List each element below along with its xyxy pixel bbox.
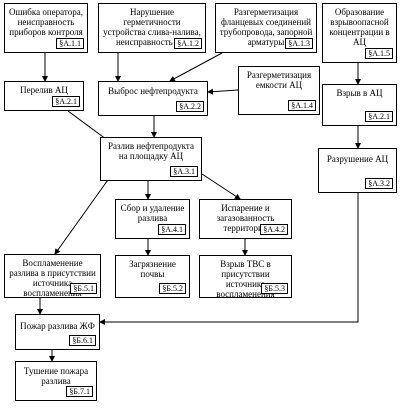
node-label: Сбор и удаление разлива xyxy=(120,203,185,223)
node-label: Разрушение АЦ xyxy=(326,154,389,164)
arrow-n3-n7 xyxy=(169,52,223,82)
node-code: §А.2.1 xyxy=(365,111,393,122)
node-fire-extinguishing: Тушение пожара разлива §Б.7.1 xyxy=(15,361,97,401)
node-label: Загрязнение почвы xyxy=(129,259,176,279)
node-label: Взрыв в АЦ xyxy=(336,88,383,98)
node-label: Воспламенение разлива в присутствии исто… xyxy=(9,258,96,298)
arrow-n9-n12 xyxy=(201,173,241,200)
node-product-release: Выброс нефтепродукта §А.2.2 xyxy=(98,81,208,116)
node-label: Образование взрывоопасной концентрации в… xyxy=(329,7,390,47)
node-loading-device-leak: Нарушение герметичности устройства слива… xyxy=(98,3,206,53)
node-spill-fire: Пожар разлива ЖФ §Б.6.1 xyxy=(15,314,100,350)
node-code: §Б.5.3 xyxy=(261,283,288,294)
node-spill-ignition: Воспламенение разлива в присутствии исто… xyxy=(4,254,101,298)
node-explosive-concentration: Образование взрывоопасной концентрации в… xyxy=(322,3,397,63)
node-tank-destruction: Разрушение АЦ §А.3.2 xyxy=(318,148,397,193)
arrow-n6-n9 xyxy=(67,110,111,143)
node-spill: Разлив нефтепродукта на площадку АЦ §А.3… xyxy=(100,137,202,181)
node-label: Разгерметизация фланцевых соединений тру… xyxy=(219,7,313,47)
node-code: §А.2.1 xyxy=(52,96,80,107)
node-label: Взрыв ТВС в присутствии источника воспла… xyxy=(216,259,275,299)
node-code: §А.2.2 xyxy=(176,101,204,112)
node-code: §А.1.1 xyxy=(56,38,84,49)
node-code: §А.4.2 xyxy=(260,224,288,235)
node-label: Тушение пожара разлива xyxy=(23,366,89,386)
node-tank-leak: Разгерметизация емкости АЦ §А.1.4 xyxy=(238,66,320,115)
node-code: §А.1.3 xyxy=(285,38,313,49)
node-code: §Б.5.1 xyxy=(70,283,97,294)
node-code: §А.1.5 xyxy=(365,48,393,59)
node-label: Нарушение герметичности устройства слива… xyxy=(103,7,201,47)
node-label: Перелив АЦ xyxy=(20,85,68,95)
node-label: Выброс нефтепродукта xyxy=(108,86,198,96)
node-label: Разгерметизация емкости АЦ xyxy=(246,70,312,90)
arrow-n10-n16 xyxy=(99,193,359,325)
arrow-n9-n13 xyxy=(54,176,111,255)
node-tvs-explosion: Взрыв ТВС в присутствии источника воспла… xyxy=(199,255,292,299)
node-operator-error: Ошибка оператора, неисправность приборов… xyxy=(4,3,88,53)
node-label: Пожар разлива ЖФ xyxy=(20,321,95,331)
node-tank-explosion: Взрыв в АЦ §А.2.1 xyxy=(322,84,397,126)
arrow-n4-n7 xyxy=(207,88,239,95)
node-soil-contamination: Загрязнение почвы §Б.5.2 xyxy=(115,255,190,298)
node-label: Испарение и загазованность территории xyxy=(216,203,275,233)
node-code: §А.4.1 xyxy=(158,224,186,235)
node-code: §А.1.2 xyxy=(174,38,202,49)
node-flange-leak: Разгерметизация фланцевых соединений тру… xyxy=(215,3,317,53)
node-code: §А.3.1 xyxy=(170,166,198,177)
node-overflow: Перелив АЦ §А.2.1 xyxy=(4,81,84,111)
node-code: §Б.6.1 xyxy=(69,335,96,346)
node-code: §А.3.2 xyxy=(365,178,393,189)
node-code: §Б.5.2 xyxy=(159,283,186,294)
node-code: §Б.7.1 xyxy=(66,386,93,397)
node-label: Ошибка оператора, неисправность приборов… xyxy=(9,7,83,37)
node-code: §А.1.4 xyxy=(288,100,316,111)
node-label: Разлив нефтепродукта на площадку АЦ xyxy=(108,141,194,161)
node-spill-cleanup: Сбор и удаление разлива §А.4.1 xyxy=(115,199,190,239)
node-evaporation: Испарение и загазованность территории §А… xyxy=(199,199,292,239)
